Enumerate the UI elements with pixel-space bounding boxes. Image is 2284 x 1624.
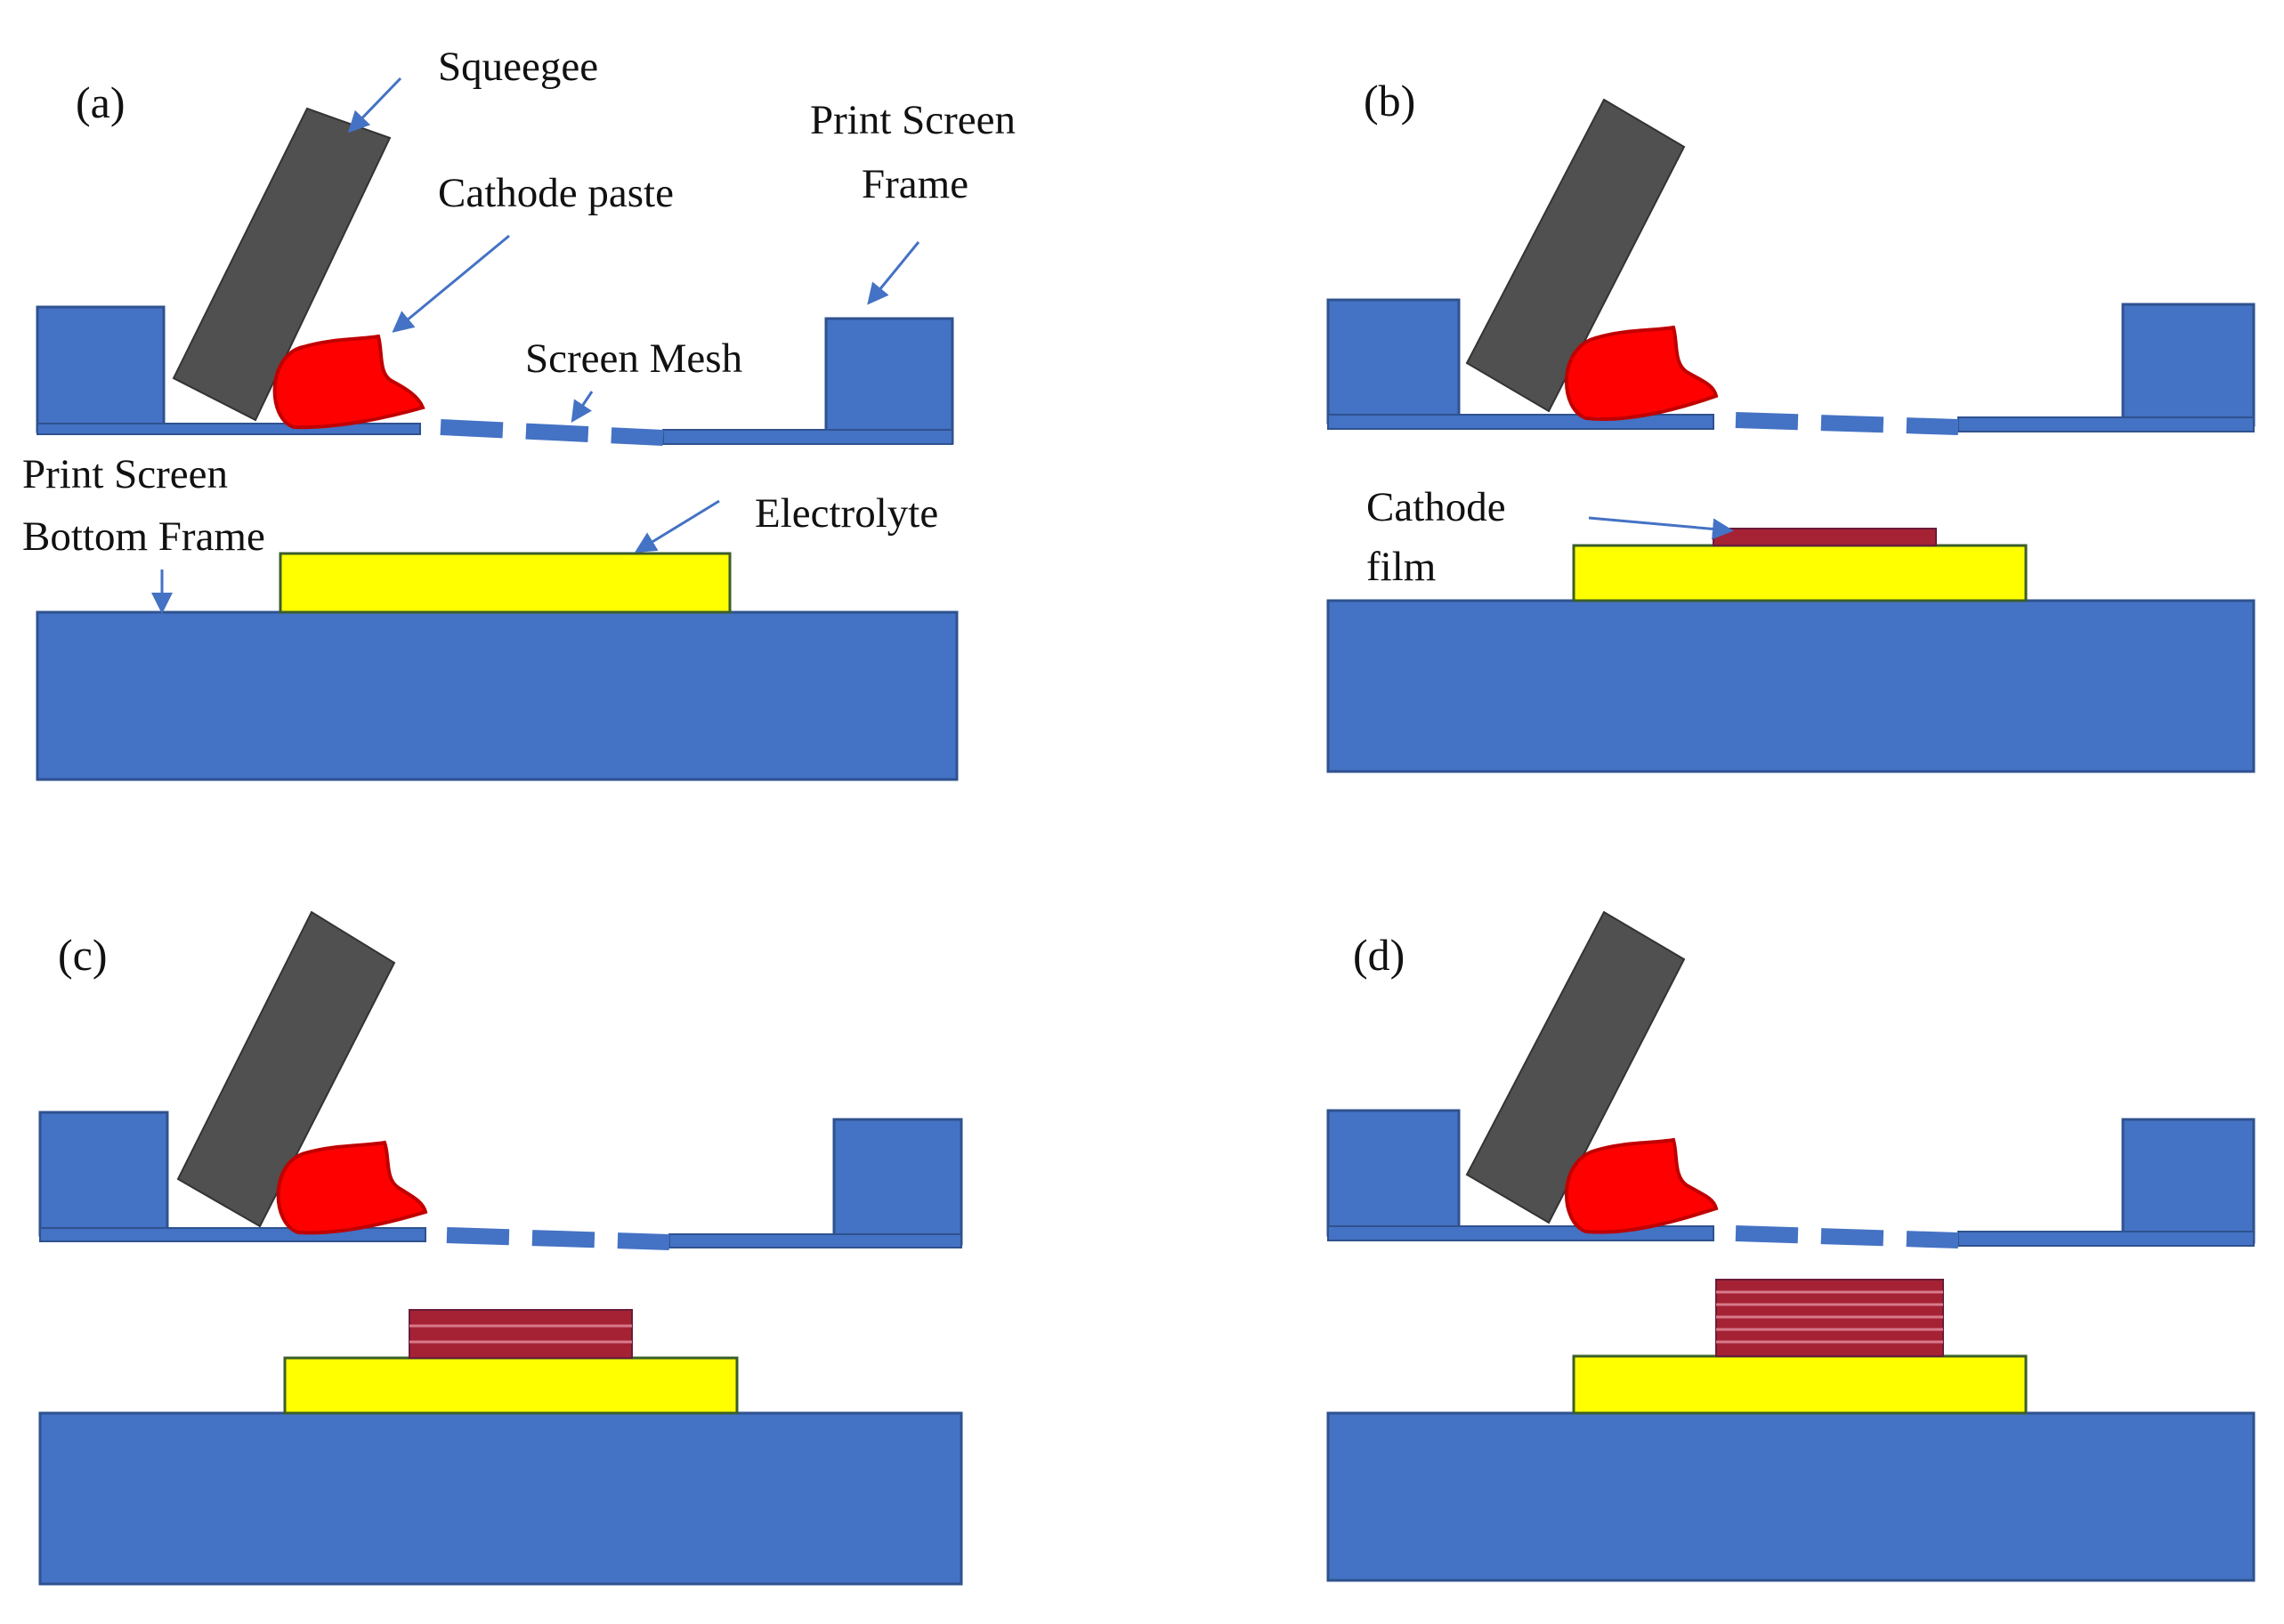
squeegee-d — [1465, 910, 1686, 1224]
bottom-frame-c — [38, 1411, 963, 1586]
cathode-paste-d — [1564, 1137, 1719, 1234]
frame-right-b — [2121, 303, 2256, 427]
electrolyte-a — [279, 552, 732, 614]
screen-plate-right-b — [1957, 416, 2255, 432]
frame-left-d — [1326, 1109, 1461, 1237]
screen-mesh-c — [446, 1227, 670, 1250]
arrow-screen-mesh — [571, 391, 594, 423]
cathode-film-b — [1713, 528, 1937, 546]
frame-right-d — [2121, 1118, 2256, 1244]
frame-left-c — [38, 1111, 169, 1237]
arrow-print-screen-frame — [867, 241, 920, 305]
panel-label-c: (c) — [58, 930, 108, 980]
screen-plate-left-d — [1327, 1225, 1714, 1241]
label-electrolyte: Electrolyte — [755, 490, 938, 537]
screen-plate-right-d — [1957, 1231, 2255, 1247]
cathode-paste-c — [276, 1140, 428, 1235]
label-bottom-frame-1: Print Screen — [22, 451, 228, 497]
bottom-frame-a — [36, 610, 959, 781]
panel-b: (b) Cathode film — [1326, 76, 2256, 773]
label-print-screen-frame-1: Print Screen — [810, 97, 1016, 143]
bottom-frame-b — [1326, 599, 2256, 773]
label-print-screen-frame-2: Frame — [862, 161, 968, 207]
cathode-paste-a — [272, 334, 425, 430]
arrow-cathode-film — [1588, 516, 1734, 540]
panel-a: (a) Squeegee Cathode paste Print Screen … — [22, 44, 1016, 781]
bottom-frame-d — [1326, 1411, 2256, 1582]
electrolyte-d — [1572, 1354, 2028, 1415]
label-cathode-film-2: film — [1366, 544, 1436, 590]
label-screen-mesh: Screen Mesh — [525, 335, 742, 382]
frame-right-a — [824, 317, 954, 445]
screen-plate-right-a — [662, 429, 953, 445]
panel-c: (c) — [38, 910, 963, 1586]
screen-plate-right-c — [668, 1233, 962, 1248]
panel-label-d: (d) — [1353, 930, 1405, 980]
frame-right-c — [832, 1118, 963, 1246]
arrow-cathode-paste — [392, 234, 510, 333]
screen-mesh-d — [1735, 1225, 1959, 1248]
electrolyte-c — [283, 1356, 739, 1415]
frame-left-b — [1326, 298, 1461, 424]
panel-label-a: (a) — [76, 77, 126, 127]
arrow-electrolyte — [634, 499, 720, 553]
panel-label-b: (b) — [1364, 76, 1415, 125]
label-squeegee: Squeegee — [438, 44, 598, 90]
screen-plate-left-c — [39, 1227, 426, 1242]
screen-mesh-b — [1735, 412, 1959, 435]
frame-left-a — [36, 305, 166, 433]
cathode-film-c — [409, 1309, 633, 1359]
screen-plate-left-a — [36, 423, 421, 435]
label-cathode-film-1: Cathode — [1366, 484, 1506, 530]
electrolyte-b — [1572, 544, 2028, 602]
squeegee-b — [1465, 98, 1686, 413]
panel-d: (d) — [1326, 910, 2256, 1582]
squeegee-c — [176, 910, 396, 1228]
screen-plate-left-b — [1327, 414, 1714, 430]
cathode-paste-b — [1565, 325, 1719, 421]
label-cathode-paste: Cathode paste — [438, 170, 674, 216]
label-bottom-frame-2: Bottom Frame — [22, 513, 265, 560]
cathode-film-stack-d — [1715, 1279, 1944, 1357]
screen-mesh-a — [440, 419, 664, 446]
arrow-squeegee — [347, 77, 402, 133]
cathode-film-stack-c — [409, 1309, 633, 1359]
